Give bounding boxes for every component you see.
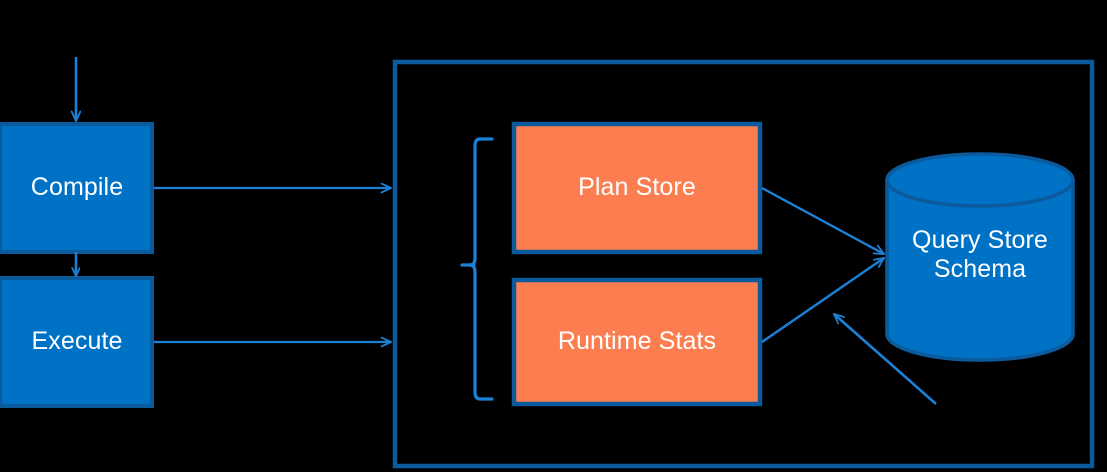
execute-box[interactable] (0, 276, 154, 408)
plan-store-to-schema-connector (761, 186, 884, 256)
grouping-brace (468, 137, 494, 401)
external-to-schema-connector (834, 313, 937, 405)
query-store-schema-cylinder[interactable] (885, 152, 1075, 362)
runtime-stats-box[interactable] (511, 277, 763, 407)
compile-box[interactable] (0, 122, 154, 254)
query-store-boundary (392, 59, 1095, 469)
plan-store-box[interactable] (511, 121, 763, 255)
runtime-stats-to-schema-connector (761, 257, 884, 343)
